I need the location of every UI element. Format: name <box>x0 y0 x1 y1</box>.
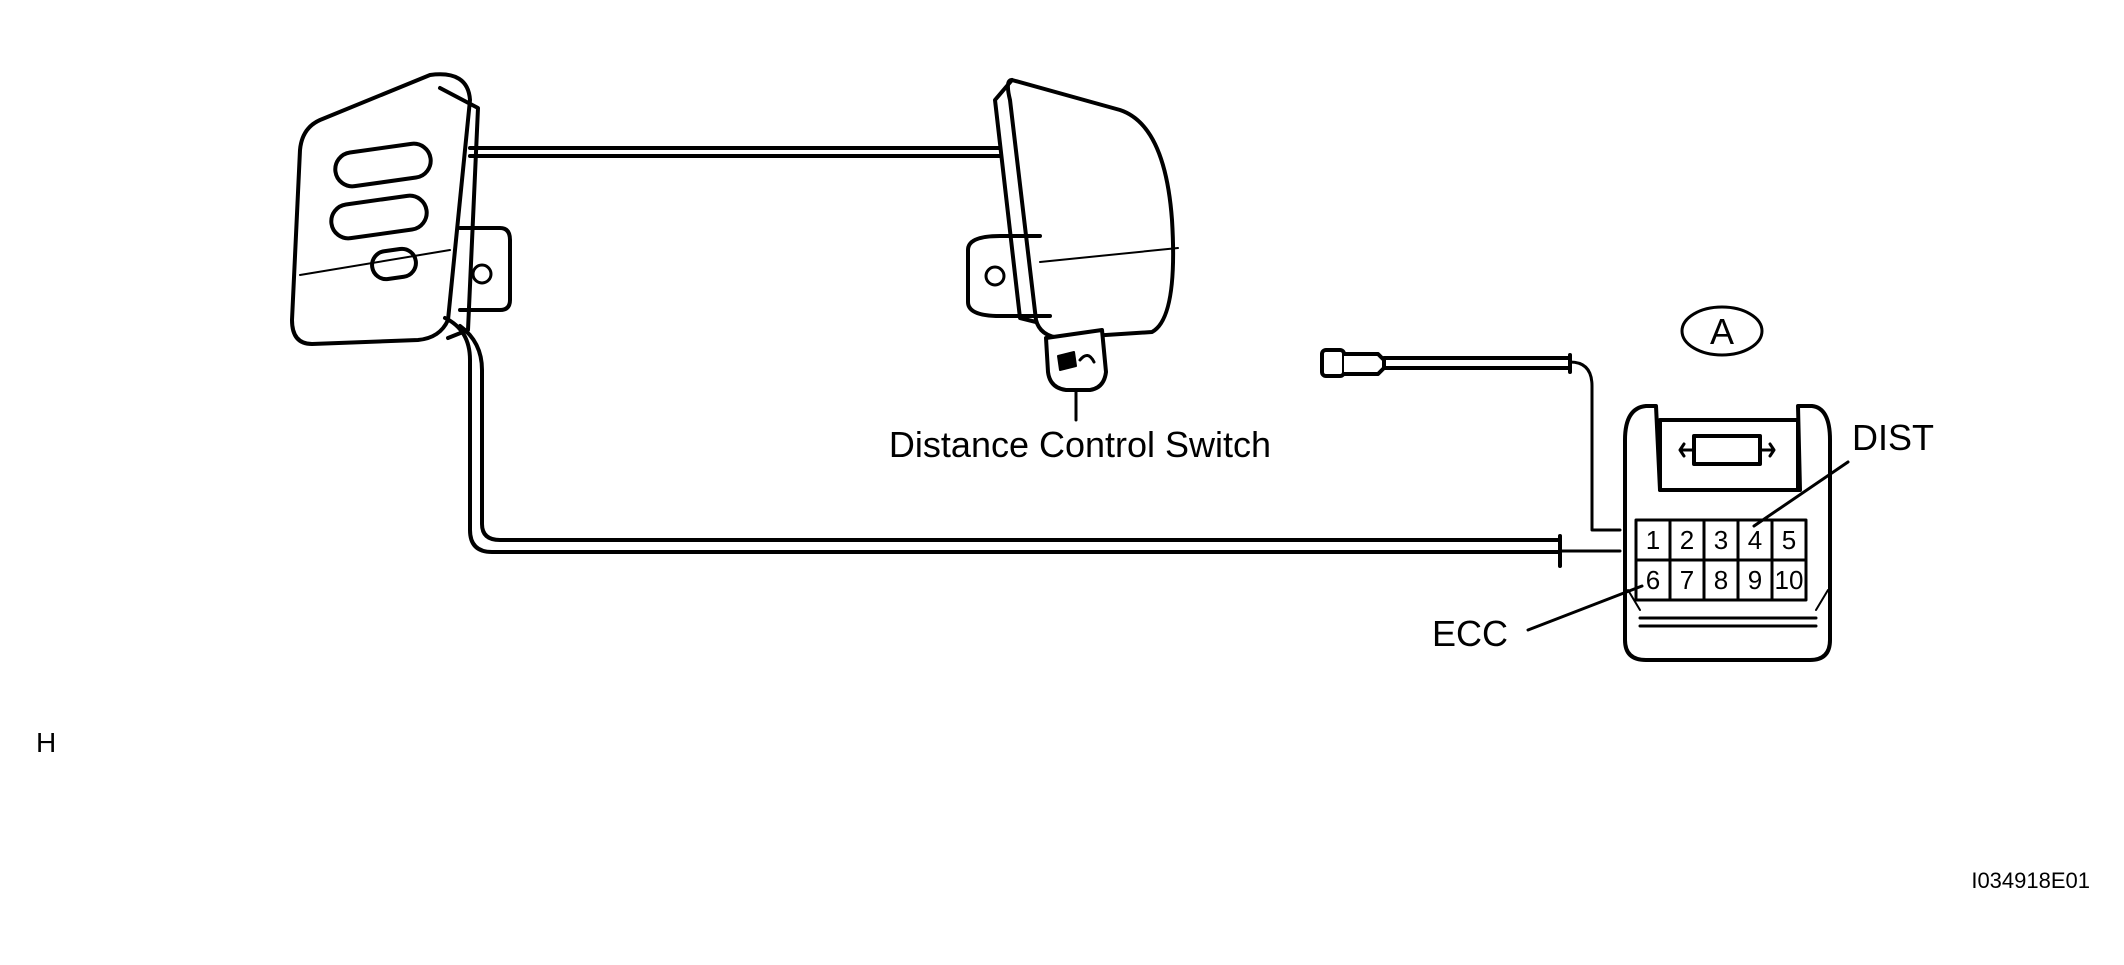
page-letter: H <box>36 727 56 758</box>
right-switch-pad <box>966 78 1179 340</box>
pin-9: 9 <box>1748 565 1762 595</box>
pin-3: 3 <box>1714 525 1728 555</box>
main-harness <box>443 316 1562 554</box>
connector-id-label: A <box>1710 311 1734 352</box>
dist-leader-line <box>1752 460 1850 528</box>
pin-1: 1 <box>1646 525 1660 555</box>
ecc-leader-line <box>1526 584 1644 632</box>
pin-8: 8 <box>1714 565 1728 595</box>
pigtail-wire <box>1320 348 1622 532</box>
pin-10: 10 <box>1775 565 1804 595</box>
left-switch-pad <box>290 72 512 346</box>
distance-control-switch <box>1044 328 1108 422</box>
pin-6: 6 <box>1646 565 1660 595</box>
connector-id-circle <box>1680 305 1764 357</box>
figure-code: I034918E01 <box>1971 868 2090 893</box>
pin-5: 5 <box>1782 525 1796 555</box>
connector-a <box>1623 404 1832 662</box>
dist-terminal-label: DIST <box>1852 417 1934 458</box>
switch-label: Distance Control Switch <box>889 424 1271 465</box>
pin-4: 4 <box>1748 525 1762 555</box>
ecc-terminal-label: ECC <box>1432 613 1508 654</box>
pin-7: 7 <box>1680 565 1694 595</box>
pin-2: 2 <box>1680 525 1694 555</box>
